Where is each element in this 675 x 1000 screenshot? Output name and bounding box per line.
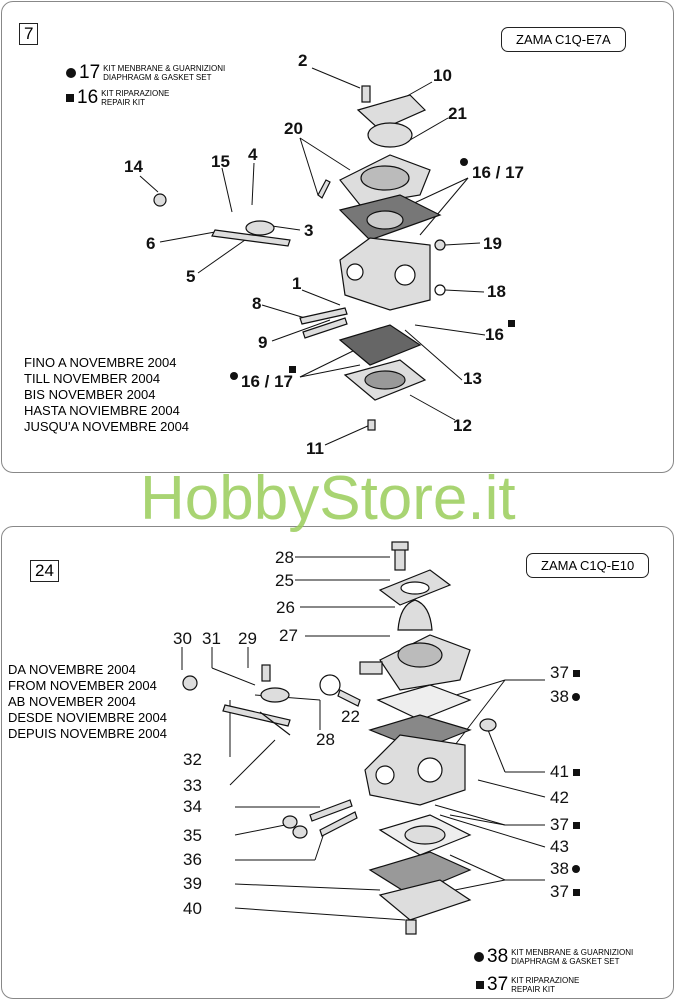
- part-label: 21: [448, 104, 467, 123]
- part-label: 10: [433, 66, 452, 85]
- square-marker-icon: [476, 981, 484, 989]
- part-label: 11: [306, 439, 324, 458]
- part-label: 40: [183, 899, 202, 918]
- part-label: 22: [341, 707, 360, 726]
- figure-number: 24: [30, 560, 59, 582]
- part-label: 43: [550, 837, 569, 856]
- top-panel: [1, 1, 674, 473]
- part-label: 33: [183, 776, 202, 795]
- part-label: 16: [485, 325, 504, 344]
- part-label: 13: [463, 369, 482, 388]
- part-label: 15: [211, 152, 230, 171]
- part-label: 41: [550, 762, 569, 781]
- part-label: 36: [183, 850, 202, 869]
- part-label: 42: [550, 788, 569, 807]
- part-label: 2: [298, 51, 308, 70]
- part-label: 25: [275, 571, 294, 590]
- watermark: HobbyStore.it: [140, 464, 516, 533]
- part-label: 16 / 17: [472, 163, 524, 182]
- part-label: 27: [279, 626, 298, 645]
- circle-marker-icon: [66, 68, 76, 78]
- part-label: 26: [276, 598, 295, 617]
- part-label: 31: [202, 629, 221, 648]
- part-label: 14: [124, 157, 143, 176]
- bottom-panel: [1, 526, 674, 999]
- part-label: 4: [248, 145, 258, 164]
- part-label: 8: [252, 294, 262, 313]
- part-label: 34: [183, 797, 202, 816]
- part-label: 16 / 17: [241, 372, 293, 391]
- part-label: 38: [550, 859, 569, 878]
- square-marker-icon: [66, 94, 74, 102]
- part-label: 1: [292, 274, 302, 293]
- part-label: 12: [453, 416, 472, 435]
- part-label: 5: [186, 267, 196, 286]
- model-label: ZAMA C1Q-E7A: [501, 27, 626, 52]
- part-label: 28: [275, 548, 294, 567]
- part-label: 19: [483, 234, 502, 253]
- part-label: 29: [238, 629, 257, 648]
- part-label: 35: [183, 826, 202, 845]
- part-label: 37: [550, 663, 569, 682]
- part-label: 28: [316, 730, 335, 749]
- part-label: 38: [550, 687, 569, 706]
- part-label: 37: [550, 882, 569, 901]
- model-label: ZAMA C1Q-E10: [526, 553, 650, 578]
- part-label: 39: [183, 874, 202, 893]
- circle-marker-icon: [474, 952, 484, 962]
- part-label: 18: [487, 282, 506, 301]
- part-label: 37: [550, 815, 569, 834]
- part-label: 3: [304, 221, 314, 240]
- part-label: 9: [258, 333, 268, 352]
- part-label: 32: [183, 750, 202, 769]
- part-label: 6: [146, 234, 156, 253]
- part-label: 20: [284, 119, 303, 138]
- part-label: 30: [173, 629, 192, 648]
- figure-number: 7: [19, 23, 39, 45]
